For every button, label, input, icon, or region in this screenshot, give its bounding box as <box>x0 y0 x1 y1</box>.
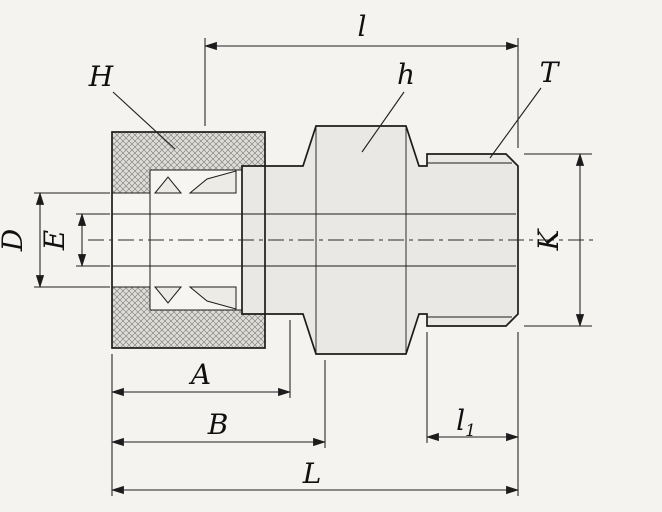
leader-T <box>489 87 542 159</box>
dim-label-L: L <box>302 457 322 490</box>
leader-H <box>112 91 176 150</box>
dim-E <box>76 212 110 268</box>
dim-label-B: B <box>207 408 229 441</box>
dimension-lines <box>34 38 592 496</box>
back-ferrule-upper <box>153 176 183 194</box>
dim-K <box>524 152 592 328</box>
dim-label-T: T <box>540 56 561 89</box>
dim-label-l: l <box>358 10 367 43</box>
dim-label-A: A <box>188 358 211 391</box>
dim-l1 <box>425 332 520 443</box>
dimension-labels: l H h T D E K A B l1 L <box>0 10 565 490</box>
dim-D <box>34 191 110 289</box>
dim-label-D: D <box>0 229 29 252</box>
dim-label-l1: l1 <box>456 404 476 441</box>
front-ferrule-lower <box>188 286 237 310</box>
dim-label-E: E <box>38 230 71 251</box>
dim-label-h: h <box>397 58 415 91</box>
leader-h <box>361 91 405 153</box>
dim-B <box>110 360 327 448</box>
dim-label-K: K <box>532 227 565 251</box>
back-ferrule-lower <box>153 286 183 304</box>
front-ferrule-upper <box>188 170 237 194</box>
dim-l <box>203 38 520 148</box>
dim-label-H: H <box>88 60 114 93</box>
dim-A <box>110 320 292 398</box>
